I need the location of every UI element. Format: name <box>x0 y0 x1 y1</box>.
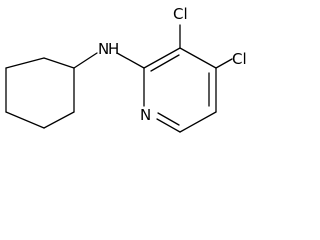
bond-c6-n1-inner <box>157 112 180 126</box>
bond-c5-c6 <box>179 111 217 133</box>
bond-c3-c4 <box>179 47 217 69</box>
cyclohexane-ring <box>5 57 75 129</box>
chemical-structure-diagram: N H Cl N Cl <box>5 5 247 133</box>
bond-c2-c3-inner <box>150 54 180 72</box>
bond-c6-n1 <box>156 118 181 133</box>
bond-c5-cl <box>215 58 233 69</box>
chlorine-3-label: Cl <box>173 5 188 23</box>
bond-cy-4 <box>5 111 45 129</box>
pyridine-nitrogen-label: N <box>140 106 151 124</box>
chlorine-5-label: Cl <box>232 50 247 68</box>
bond-cy-3 <box>43 111 75 129</box>
bond-cy-nh <box>73 52 98 69</box>
nh-nitrogen-label: N <box>98 40 109 58</box>
bond-cy-1 <box>43 57 75 69</box>
bond-cy-6 <box>5 57 45 69</box>
nh-hydrogen-label: H <box>108 40 119 58</box>
bond-nh-c2 <box>116 52 145 69</box>
pyridine-ring <box>143 47 217 133</box>
bond-c2-c3 <box>143 47 181 69</box>
